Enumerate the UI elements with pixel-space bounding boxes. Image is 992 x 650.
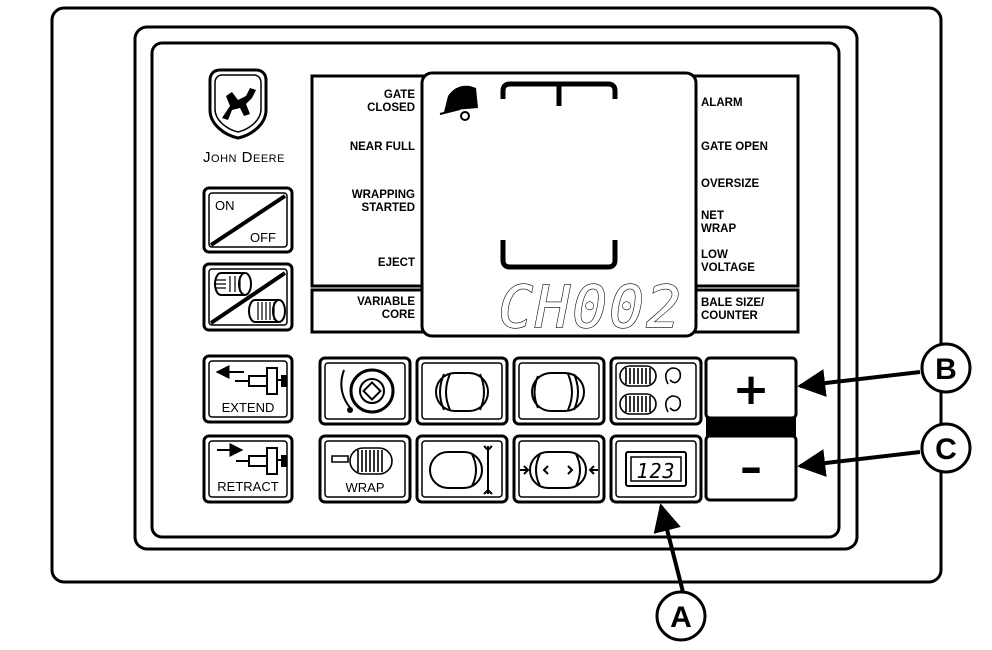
retract-cylinder-icon [217, 443, 287, 475]
brand-name: John Deere [203, 149, 285, 166]
counter-button[interactable]: 123 [609, 434, 703, 504]
bale-compress-icon [520, 451, 598, 489]
indicator-variable-core: VARIABLE CORE [357, 296, 415, 321]
baler-icon [439, 85, 478, 121]
extend-cylinder-icon [215, 365, 287, 395]
lcd-readout: CH002 [498, 273, 683, 341]
plus-button[interactable]: + [704, 356, 798, 420]
indicator-gate-closed: GATE CLOSED [367, 89, 415, 114]
bale-density-hard-button[interactable] [512, 356, 606, 426]
off-label: OFF [250, 230, 276, 245]
counter-digits: 123 [636, 459, 675, 483]
callout-b-label: B [935, 353, 957, 386]
indicator-gate-open: GATE OPEN [701, 141, 768, 153]
callout-c-label: C [935, 433, 957, 466]
lcd-display: CH002 [420, 71, 698, 342]
callout-a-label: A [670, 601, 692, 634]
bale-mode-button[interactable] [202, 262, 294, 332]
wrap-label: WRAP [346, 480, 385, 495]
right-lower-panel [690, 288, 800, 334]
bale-size-bracket-icon [500, 81, 618, 270]
wrap-roll-icon [340, 368, 395, 414]
indicator-oversize: OVERSIZE [701, 178, 760, 190]
retract-label: RETRACT [217, 479, 278, 494]
counter-icon [625, 451, 687, 487]
bale-density-soft-button[interactable] [415, 356, 509, 426]
indicator-wrapping-started: WRAPPING STARTED [351, 189, 415, 214]
minus-button[interactable]: – [704, 434, 798, 502]
callout-b: B [797, 342, 972, 397]
bale-rotation-icon [619, 365, 682, 415]
callout-a: A [653, 503, 707, 642]
on-off-button[interactable]: ON OFF [202, 186, 294, 254]
hard-core-bale-icon [248, 299, 286, 323]
bale-shape-button[interactable] [609, 356, 703, 426]
indicator-low-voltage: LOW VOLTAGE [701, 249, 755, 274]
indicator-eject: EJECT [377, 257, 415, 269]
bale-diameter-icon [429, 445, 493, 495]
bale-side-view-icon [531, 372, 585, 412]
plus-symbol: + [733, 364, 770, 415]
minus-symbol: – [740, 442, 762, 493]
bale-compress-button[interactable] [512, 434, 606, 504]
net-wrap-icon [331, 447, 393, 475]
callout-c: C [797, 422, 972, 477]
right-indicator-panel [690, 74, 800, 288]
on-label: ON [215, 198, 235, 213]
wrap-button[interactable]: WRAP [318, 434, 412, 504]
extend-button[interactable]: EXTEND [202, 354, 294, 424]
john-deere-logo-icon [208, 68, 268, 140]
indicator-near-full: NEAR FULL [349, 141, 415, 153]
retract-button[interactable]: RETRACT [202, 434, 294, 504]
bale-width-button[interactable] [415, 434, 509, 504]
extend-label: EXTEND [222, 400, 275, 415]
plus-minus-divider [706, 418, 796, 436]
bale-front-view-icon [435, 372, 489, 412]
indicator-net-wrap: NET WRAP [701, 210, 737, 235]
indicator-alarm: ALARM [701, 97, 743, 109]
soft-core-bale-icon [214, 272, 252, 296]
indicator-bale-size-counter: BALE SIZE/ COUNTER [701, 297, 765, 322]
net-wrap-roll-button[interactable] [318, 356, 412, 426]
